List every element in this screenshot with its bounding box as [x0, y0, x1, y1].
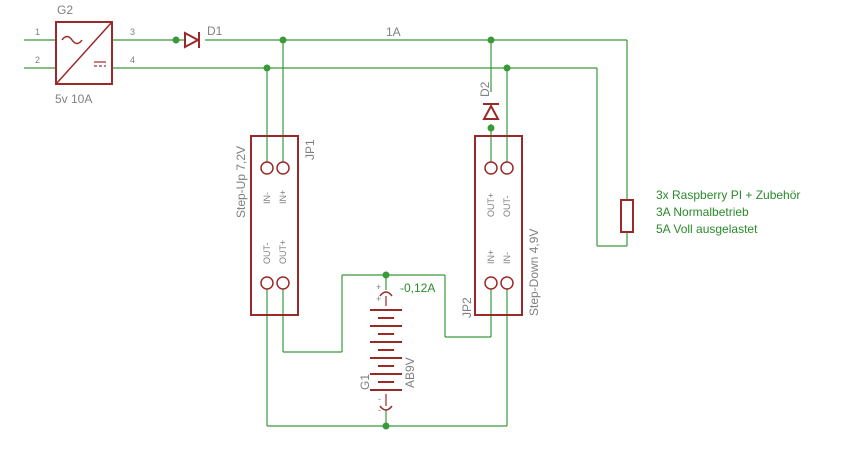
step-up-module-jp1: IN- IN+ OUT- OUT+ Step-Up 7,2V JP1: [234, 135, 317, 316]
d1-name: D1: [207, 24, 223, 38]
g2-name: G2: [57, 3, 73, 17]
jp2-pin-out-plus: OUT+: [486, 193, 496, 217]
load-resistor: [620, 199, 634, 233]
d2-name: D2: [478, 81, 492, 97]
battery-current: -0,12A: [400, 281, 435, 295]
svg-text:-: -: [378, 394, 381, 404]
g2-pin-2: 2: [35, 55, 40, 65]
jp1-pin-out-plus: OUT+: [278, 240, 288, 264]
jp1-pin-in-plus: IN+: [278, 190, 288, 204]
jp2-pin-in-plus: IN+: [486, 250, 496, 264]
load-note-line-1: 3x Raspberry PI + Zubehör: [656, 188, 800, 202]
battery-g1: + + - - G1 AB9V -0,12A: [358, 281, 435, 415]
svg-text:+: +: [376, 282, 381, 292]
g2-pin-3: 3: [130, 27, 135, 37]
load-note-line-3: 5A Voll ausgelastet: [656, 222, 758, 236]
power-supply-g2: G2 5v 10A 1 2 3 4: [35, 3, 135, 106]
svg-text:+: +: [376, 294, 381, 304]
diode-d2: D2: [478, 81, 500, 120]
jp2-label: Step-Down 4,9V: [527, 229, 541, 316]
g2-pin-4: 4: [130, 55, 135, 65]
current-top-label: 1A: [386, 25, 401, 39]
junction-dots: [172, 36, 511, 430]
load-note-line-2: 3A Normalbetrieb: [656, 205, 749, 219]
load-note: 3x Raspberry PI + Zubehör 3A Normalbetri…: [656, 188, 800, 236]
diode-d1: D1: [184, 24, 223, 49]
battery-name: G1: [358, 374, 372, 390]
jp1-pin-in-minus: IN-: [262, 192, 272, 204]
wires: [24, 39, 628, 427]
jp1-label: Step-Up 7,2V: [234, 146, 248, 218]
step-down-module-jp2: OUT+ OUT- IN+ IN- Step-Down 4,9V JP2: [460, 135, 541, 318]
jp1-pin-out-minus: OUT-: [262, 242, 272, 264]
jp2-pin-out-minus: OUT-: [502, 195, 512, 217]
jp2-name: JP2: [460, 297, 474, 318]
g2-value: 5v 10A: [55, 92, 92, 106]
svg-text:-: -: [378, 405, 381, 415]
jp2-pin-in-minus: IN-: [502, 252, 512, 264]
g2-pin-1: 1: [35, 27, 40, 37]
battery-value: AB9V: [403, 357, 417, 388]
jp1-name: JP1: [303, 139, 317, 160]
